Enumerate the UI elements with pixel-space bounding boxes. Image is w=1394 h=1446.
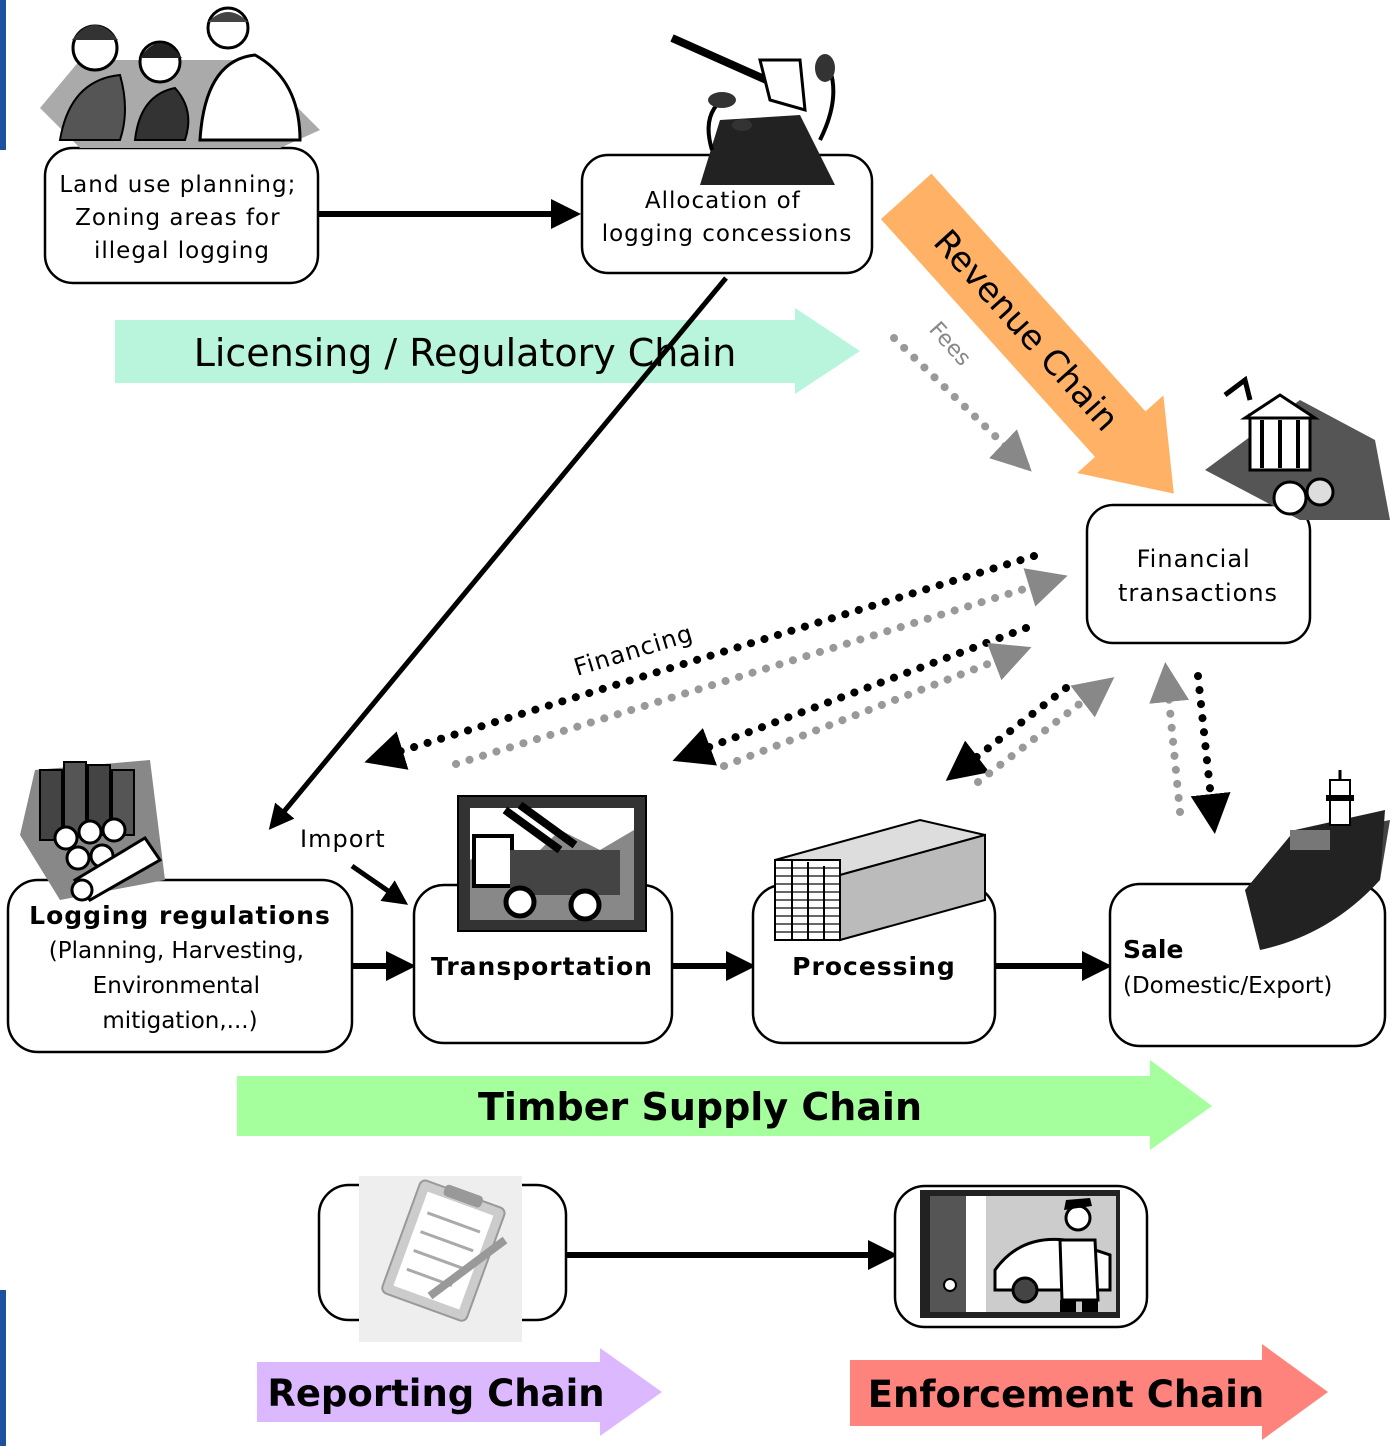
fees-arrow — [890, 334, 1032, 472]
allocation-line-2: logging concessions — [602, 221, 853, 247]
cargo-ship-icon — [1245, 770, 1390, 950]
revenue-chain-banner: Revenue Chain — [880, 173, 1174, 494]
financing-arrow-gray-1 — [452, 568, 1068, 768]
processing-black-arrow — [945, 684, 1070, 781]
logging-regulations-detail-3: mitigation,...) — [102, 1008, 257, 1034]
licensing-chain-banner: Licensing / Regulatory Chain — [115, 308, 860, 394]
import-label: Import — [300, 825, 386, 853]
lumber-stack-icon — [774, 818, 986, 942]
financial-line-2: transactions — [1118, 579, 1278, 607]
logging-regulations-box: Logging regulations (Planning, Harvestin… — [6, 878, 354, 1054]
financing-arrow-black-1 — [364, 552, 1038, 770]
log-pile-icon — [20, 760, 165, 902]
bank-money-icon — [1205, 375, 1390, 520]
frame-accent-top — [0, 0, 6, 150]
reporting-chain-banner: Reporting Chain — [257, 1348, 662, 1436]
financial-transactions-box: Financial transactions — [1085, 503, 1312, 645]
frame-accent-bottom — [0, 1290, 6, 1446]
reporting-chain-label: Reporting Chain — [267, 1372, 604, 1415]
financing-arrow-black-2 — [672, 624, 1030, 766]
licensing-chain-label: Licensing / Regulatory Chain — [194, 331, 737, 375]
land-use-line-1: Land use planning; — [59, 172, 296, 198]
land-use-line-2: Zoning areas for — [75, 205, 281, 231]
transportation-label: Transportation — [431, 952, 653, 981]
processing-label: Processing — [792, 952, 956, 981]
arrow-allocation-to-regulations — [268, 276, 728, 830]
timber-chain-label: Timber Supply Chain — [478, 1085, 922, 1129]
allocation-box: Allocation of logging concessions — [580, 153, 874, 275]
logging-regulations-title: Logging regulations — [29, 901, 331, 930]
logging-regulations-detail-2: Environmental — [93, 973, 260, 999]
logging-regulations-detail-1: (Planning, Harvesting, — [49, 938, 304, 964]
svg-text:(Planning, Harvesting, E: (Planning, Harvesting, Environmental mit… — [49, 938, 311, 1034]
land-use-planning-box: Land use planning; Zoning areas for ille… — [43, 146, 320, 285]
sale-detail: (Domestic/Export) — [1123, 973, 1332, 999]
financing-arrow-gray-2 — [720, 642, 1032, 770]
planning-people-icon — [40, 6, 320, 148]
svg-text:Allocation of logging co: Allocation of logging concessions — [602, 188, 853, 247]
inspector-officer-icon — [920, 1190, 1120, 1318]
processing-gray-arrow — [974, 677, 1115, 786]
logging-truck-icon — [457, 795, 647, 932]
clipboard-report-icon — [359, 1176, 522, 1342]
svg-text:Land use planning; Zonin: Land use planning; Zoning areas for ille… — [59, 172, 304, 264]
sale-title: Sale — [1123, 935, 1183, 964]
enforcement-chain-label: Enforcement Chain — [868, 1373, 1264, 1416]
sale-gray-arrow — [1149, 662, 1190, 816]
sale-black-arrow — [1190, 672, 1231, 834]
svg-text:Financial transactions: Financial transactions — [1118, 545, 1278, 607]
allocation-line-1: Allocation of — [645, 188, 801, 214]
financing-label: Financing — [571, 619, 697, 682]
enforcement-chain-banner: Enforcement Chain — [850, 1344, 1328, 1440]
financial-line-1: Financial — [1137, 545, 1251, 573]
fees-label: Fees — [924, 317, 976, 371]
axe-stump-icon — [670, 34, 836, 185]
land-use-line-3: illegal logging — [94, 238, 270, 264]
timber-supply-chain-banner: Timber Supply Chain — [237, 1060, 1212, 1150]
arrow-import — [350, 863, 409, 905]
